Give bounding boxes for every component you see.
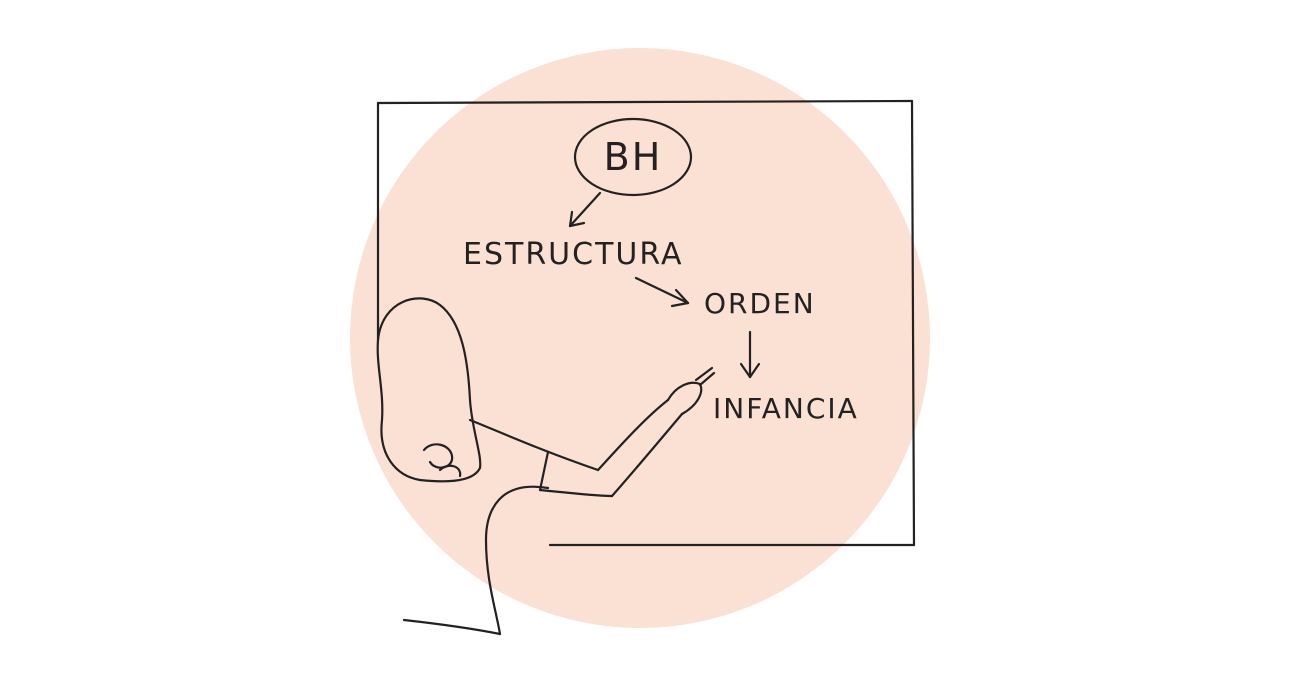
word-third: INFANCIA (713, 392, 859, 425)
word-first: ESTRUCTURA (463, 237, 684, 272)
teacher-figure (376, 297, 716, 636)
speech-bubble (573, 117, 693, 197)
board-frame (376, 99, 916, 547)
arrow-first-to-second (634, 276, 690, 308)
arrow-second-to-third (739, 330, 761, 379)
background-circle (350, 48, 930, 628)
word-second: ORDEN (704, 287, 816, 320)
arrow-bubble-to-first (568, 191, 602, 228)
bubble-label: BH (604, 135, 663, 179)
